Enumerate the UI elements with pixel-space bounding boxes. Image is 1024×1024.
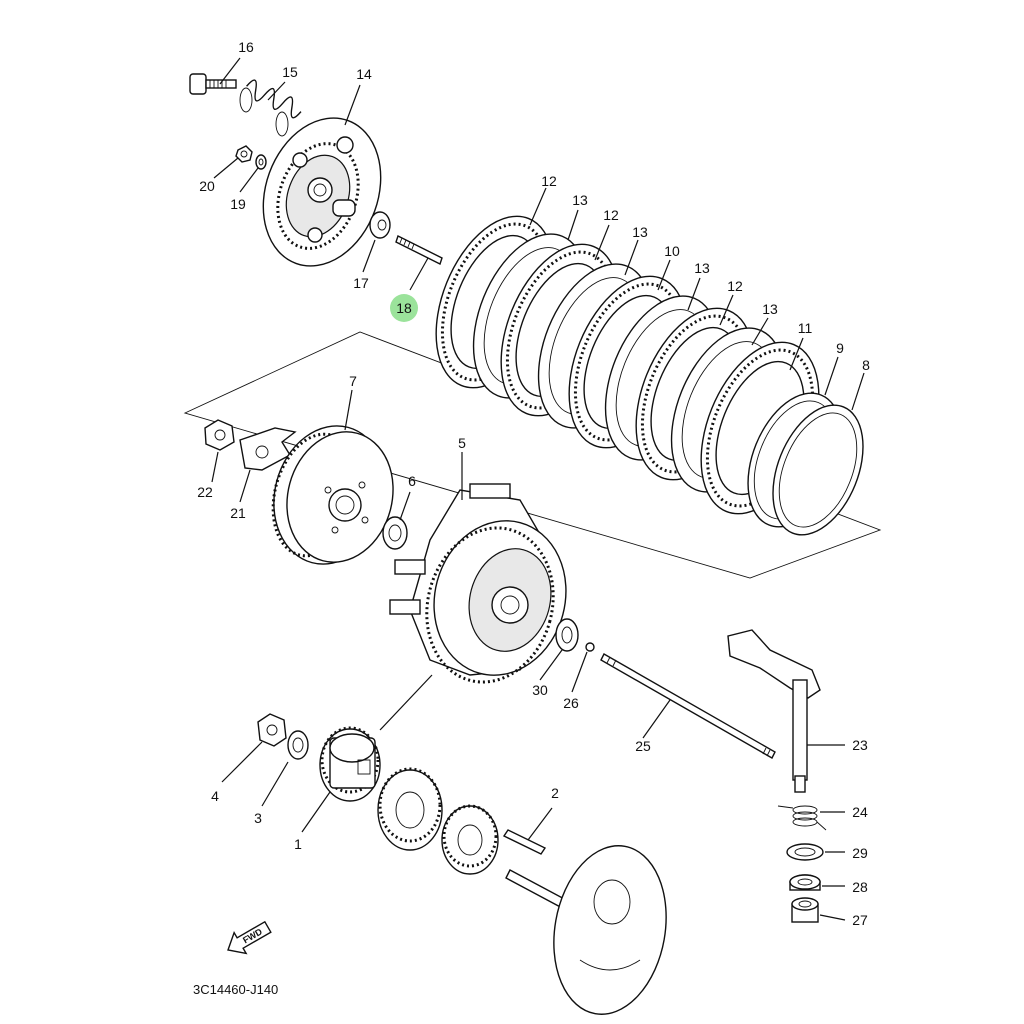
label-2: 2 xyxy=(551,785,559,801)
part-22-nut xyxy=(204,419,235,451)
label-18: 18 xyxy=(396,300,412,316)
label-24: 24 xyxy=(852,804,868,820)
label-30: 30 xyxy=(532,682,548,698)
part-25-push-rod xyxy=(600,653,776,759)
diagram-code: 3C14460-J140 xyxy=(193,982,278,997)
part-15-spring xyxy=(239,79,302,137)
part-19-washer xyxy=(255,154,267,170)
label-20: 20 xyxy=(199,178,215,194)
label-21: 21 xyxy=(230,505,246,521)
part-29-circlip xyxy=(786,843,824,861)
label-16: 16 xyxy=(238,39,254,55)
label-14: 14 xyxy=(356,66,372,82)
label-19: 19 xyxy=(230,196,246,212)
part-23-lever xyxy=(727,629,821,793)
label-12b: 12 xyxy=(603,207,619,223)
label-25: 25 xyxy=(635,738,651,754)
part-5-clutch-housing xyxy=(389,483,567,684)
label-27: 27 xyxy=(852,912,868,928)
fwd-arrow-icon: FWD xyxy=(227,920,272,955)
label-29: 29 xyxy=(852,845,868,861)
label-12c: 12 xyxy=(727,278,743,294)
leader-lines xyxy=(211,57,865,921)
label-12a: 12 xyxy=(541,173,557,189)
part-28-oil-seal xyxy=(789,874,821,891)
label-17: 17 xyxy=(353,275,369,291)
part-4-nut xyxy=(257,713,287,747)
label-1: 1 xyxy=(294,836,302,852)
label-13d: 13 xyxy=(762,301,778,317)
crank-gear-ghost-1 xyxy=(377,767,443,851)
part-14-pressure-plate xyxy=(262,117,382,267)
label-3: 3 xyxy=(254,810,262,826)
part-6-washer xyxy=(382,516,408,550)
part-3-washer xyxy=(287,730,309,760)
label-28: 28 xyxy=(852,879,868,895)
label-4: 4 xyxy=(211,788,219,804)
label-11: 11 xyxy=(798,320,813,336)
highlight-marker xyxy=(390,294,418,322)
part-18-push-rod xyxy=(395,235,443,265)
part-26-ball xyxy=(585,642,595,652)
label-6: 6 xyxy=(408,473,416,489)
label-13a: 13 xyxy=(572,192,588,208)
part-27-bearing xyxy=(791,897,819,923)
label-26: 26 xyxy=(563,695,579,711)
label-10: 10 xyxy=(664,243,680,259)
label-22: 22 xyxy=(197,484,213,500)
part-7-clutch-boss xyxy=(271,425,394,565)
label-13b: 13 xyxy=(632,224,648,240)
part-1-primary-gear xyxy=(319,726,381,802)
label-5: 5 xyxy=(458,435,466,451)
crank-gear-ghost-2 xyxy=(441,804,499,875)
part-21-lock-washer xyxy=(239,427,297,471)
part-17-washer xyxy=(369,211,391,239)
part-30-washer xyxy=(555,618,579,652)
part-labels: 16 15 14 20 19 17 18 12 13 12 13 10 13 1… xyxy=(197,39,870,928)
part-24-spring xyxy=(777,805,827,831)
label-13c: 13 xyxy=(694,260,710,276)
label-7: 7 xyxy=(349,373,357,389)
part-20-nut xyxy=(235,145,253,163)
label-9: 9 xyxy=(836,340,844,356)
label-23: 23 xyxy=(852,737,868,753)
part-8-ring xyxy=(772,404,864,536)
label-8: 8 xyxy=(862,357,870,373)
group-outline xyxy=(183,331,882,579)
part-2-key xyxy=(502,829,547,855)
crankshaft-ghost xyxy=(505,845,667,1015)
part-16-bolt xyxy=(189,73,237,95)
label-15: 15 xyxy=(282,64,298,80)
